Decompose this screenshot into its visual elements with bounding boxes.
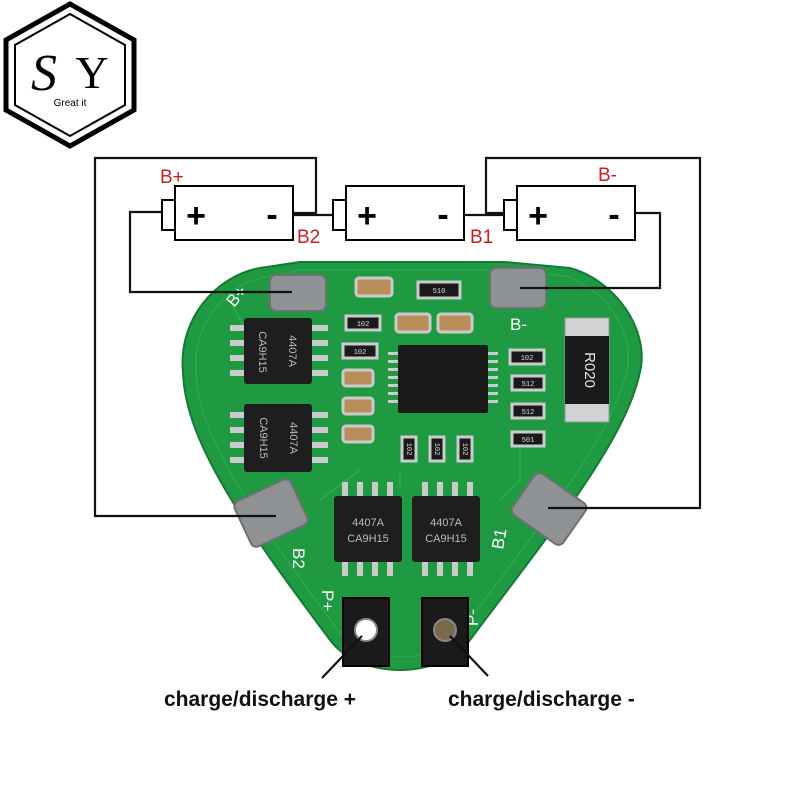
resistor-501-label: 501 (522, 437, 535, 445)
resistor-102-c: 102 (508, 348, 546, 366)
battery-3: + - (503, 185, 636, 241)
resistor-510-label: 510 (433, 288, 446, 296)
mosfet-bottom-right-mark2: CA9H15 (425, 533, 467, 545)
label-b1: B1 (470, 227, 493, 248)
caption-charge-plus: charge/discharge + (164, 688, 356, 711)
mosfet-bottom-left-mark1: 4407A (352, 517, 384, 529)
silk-b1: B1 (488, 527, 510, 551)
silk-b2: B2 (289, 548, 308, 569)
resistor-102-b: 102 (341, 342, 379, 360)
protection-ic (388, 345, 498, 413)
resistor-512-a: 512 (510, 374, 546, 392)
shunt-resistor-label: R020 (581, 352, 598, 388)
logo-tagline: Great it (54, 98, 87, 109)
resistor-510: 510 (416, 280, 462, 300)
mosfet-bottom-left: 4407A CA9H15 (334, 482, 402, 576)
label-b2: B2 (297, 227, 320, 248)
battery-2: + - (332, 185, 465, 241)
mosfet-left-bottom-mark2: CA9H15 (257, 417, 269, 459)
mosfet-left-top: 4407A CA9H15 (230, 318, 328, 384)
battery-1: + - (161, 185, 294, 241)
wiring (93, 156, 702, 679)
mosfet-left-bottom: 4407A CA9H15 (230, 404, 328, 472)
silk-b-minus: B- (510, 315, 527, 334)
resistor-102-e-label: 102 (432, 443, 440, 456)
silk-p-plus: P+ (318, 590, 337, 611)
resistor-102-b-label: 102 (354, 349, 367, 357)
resistor-512-a-label: 512 (522, 381, 535, 389)
battery-1-minus: - (266, 196, 277, 234)
battery-3-plus: + (528, 197, 548, 235)
resistor-102-c-label: 102 (521, 355, 534, 363)
battery-1-plus: + (186, 197, 206, 235)
battery-2-minus: - (437, 196, 448, 234)
logo-letter-s: S (31, 45, 57, 102)
mosfet-bottom-left-mark2: CA9H15 (347, 533, 389, 545)
resistor-102-a: 102 (344, 314, 382, 332)
shunt-resistor: R020 (564, 317, 610, 423)
resistor-102-d-label: 102 (404, 443, 412, 456)
mosfet-bottom-right: 4407A CA9H15 (412, 482, 480, 576)
mosfet-left-top-mark2: CA9H15 (256, 331, 268, 373)
pad-b2 (233, 478, 309, 548)
resistor-501: 501 (510, 430, 546, 448)
resistor-102-d: 102 (400, 435, 418, 463)
resistor-512-b-label: 512 (522, 409, 535, 417)
resistor-102-f-label: 102 (460, 443, 468, 456)
logo-letter-y: Y (75, 47, 108, 98)
label-b-minus: B- (598, 165, 617, 186)
mosfet-left-bottom-mark1: 4407A (287, 422, 299, 454)
resistor-512-b: 512 (510, 402, 546, 420)
mosfet-left-top-mark1: 4407A (286, 335, 298, 367)
resistor-102-e: 102 (428, 435, 446, 463)
mosfet-bottom-right-mark1: 4407A (430, 517, 462, 529)
battery-2-plus: + (357, 197, 377, 235)
brand-logo: S Y Great it (3, 1, 137, 149)
resistor-102-f: 102 (456, 435, 474, 463)
label-b-plus: B+ (160, 167, 184, 188)
terminal-p-minus (421, 597, 469, 667)
resistor-102-a-label: 102 (357, 321, 370, 329)
capacitors (341, 276, 474, 444)
terminal-p-plus (342, 597, 390, 667)
battery-3-minus: - (608, 196, 619, 234)
caption-charge-minus: charge/discharge - (448, 688, 635, 711)
